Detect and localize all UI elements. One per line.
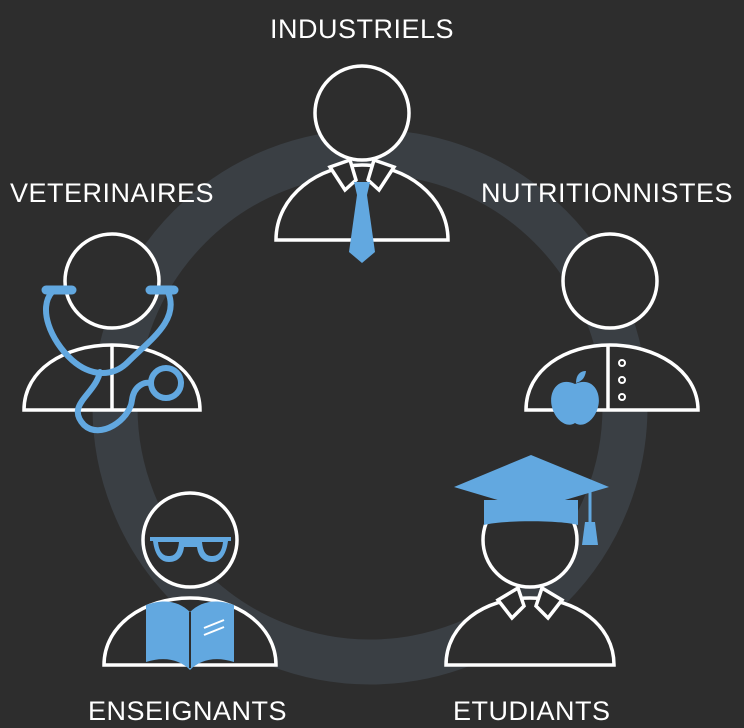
nutritionist-apple-icon (524, 232, 700, 425)
label-veterinaires: VETERINAIRES (10, 178, 215, 208)
vet-stethoscope-icon (22, 232, 202, 434)
student-graduation-cap-icon (444, 455, 616, 667)
label-etudiants: ETUDIANTS (453, 696, 611, 726)
label-nutritionnistes: NUTRITIONNISTES (481, 178, 734, 208)
businessman-tie-icon (274, 64, 450, 263)
label-enseignants: ENSEIGNANTS (88, 696, 288, 726)
teacher-glasses-book-icon (102, 491, 278, 670)
label-industriels: INDUSTRIELS (270, 14, 455, 44)
